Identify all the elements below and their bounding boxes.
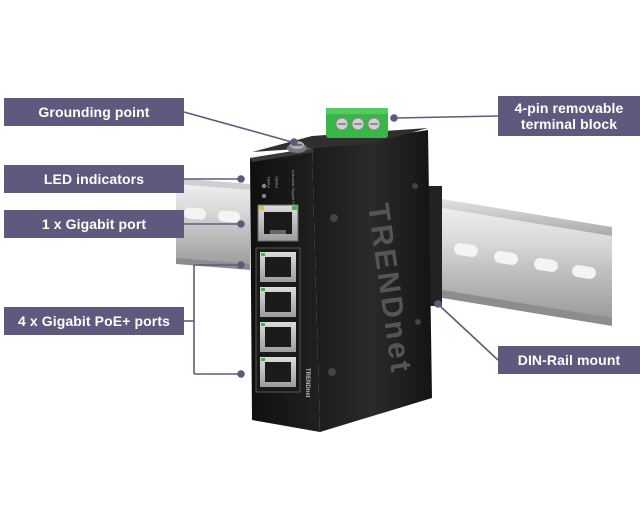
- callout-gigabit-port-text: 1 x Gigabit port: [41, 216, 147, 232]
- din-rail: [176, 178, 612, 326]
- callout-din-rail-mount: DIN-Rail mount: [498, 346, 640, 374]
- poe-port-2: [260, 287, 296, 317]
- callout-led-indicators-text: LED indicators: [43, 171, 145, 187]
- terminal-block: [326, 108, 388, 138]
- leader-lines: [183, 111, 499, 378]
- callout-terminal-block: 4-pin removable terminal block: [498, 96, 640, 136]
- led-label-pwr1: PWR1: [266, 176, 271, 188]
- front-model-text: Industrial Gigabit PoE+ Switch: [291, 170, 296, 224]
- front-brand-logo: TRENDnet: [304, 368, 310, 398]
- callout-grounding-point: Grounding point: [4, 98, 184, 126]
- poe-port-4: [260, 357, 296, 387]
- callout-terminal-block-line1: 4-pin removable: [514, 100, 624, 116]
- callout-poe-ports-text: 4 x Gigabit PoE+ ports: [18, 313, 170, 329]
- callout-grounding-point-text: Grounding point: [38, 104, 150, 120]
- callout-din-rail-mount-text: DIN-Rail mount: [517, 352, 621, 368]
- led-panel: PWR1 PWR2 Industrial Gigabit PoE+ Switch: [261, 170, 296, 224]
- callout-gigabit-port: 1 x Gigabit port: [4, 210, 184, 238]
- poe-port-3: [260, 322, 296, 352]
- callout-led-indicators: LED indicators: [4, 165, 184, 193]
- poe-ports: [255, 247, 301, 393]
- callout-terminal-block-line2: terminal block: [520, 116, 618, 132]
- poe-port-1: [260, 252, 296, 282]
- led-label-pwr2: PWR2: [274, 176, 279, 188]
- callout-poe-ports: 4 x Gigabit PoE+ ports: [4, 307, 184, 335]
- gigabit-port: [257, 204, 299, 242]
